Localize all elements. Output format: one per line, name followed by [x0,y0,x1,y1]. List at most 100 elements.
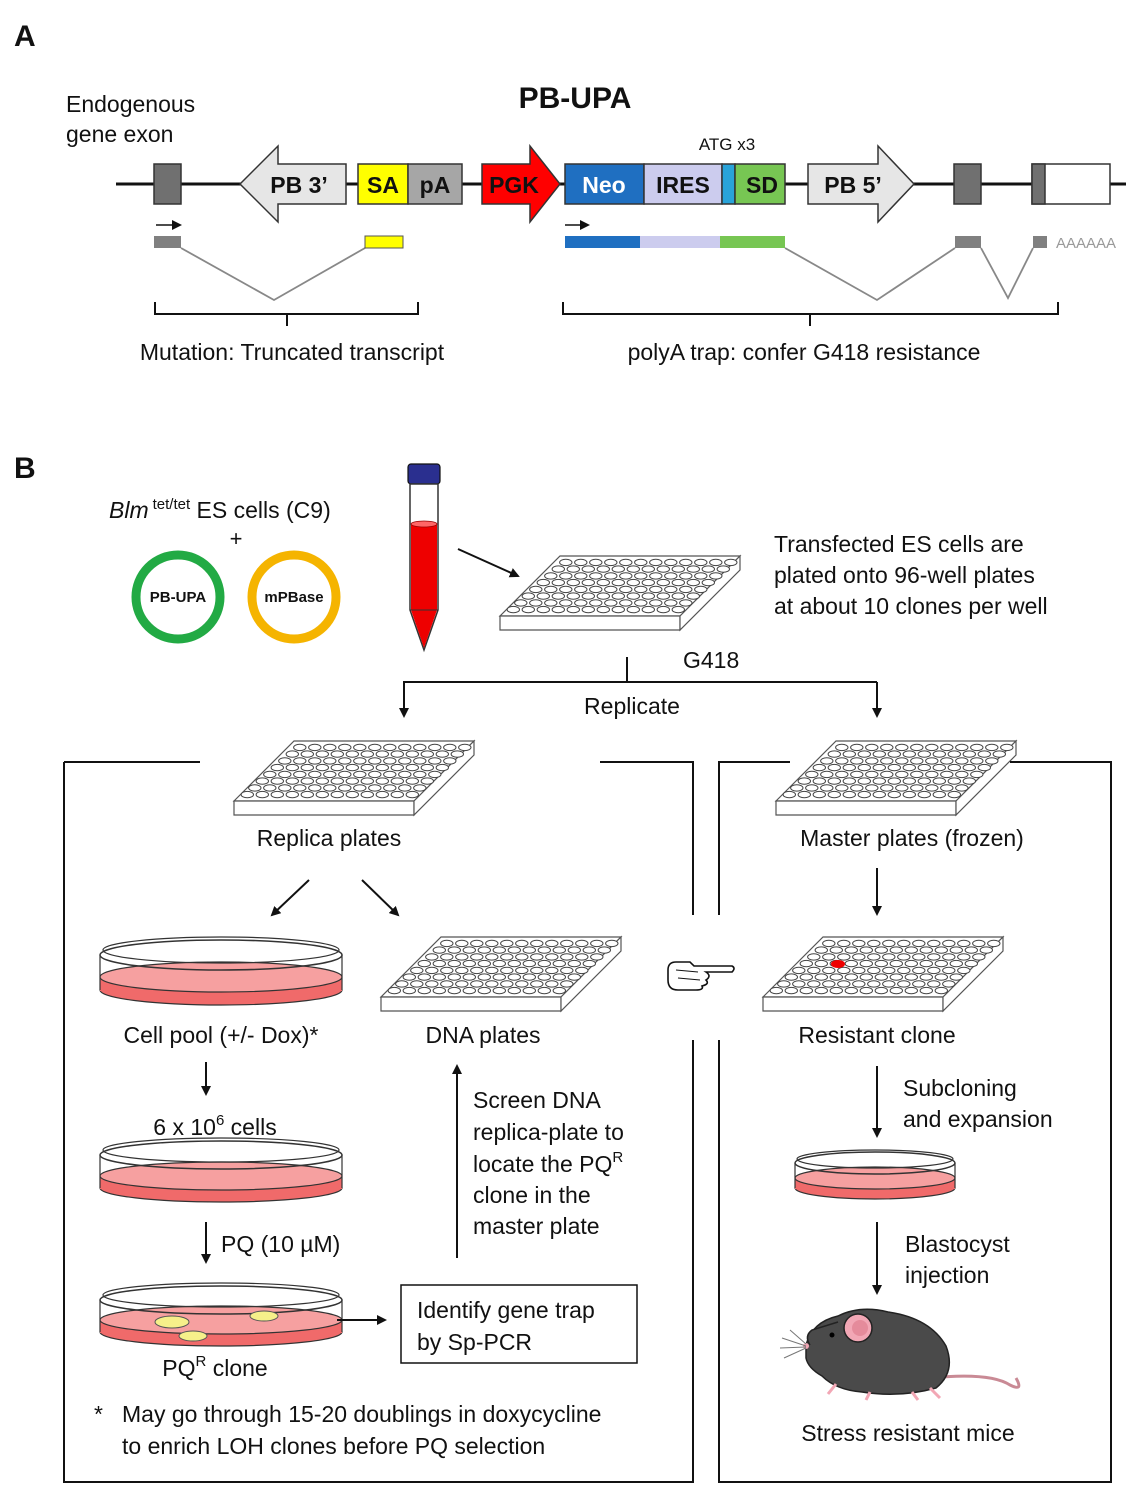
construct-title: PB-UPA [519,82,632,115]
blastocyst-line-1: Blastocyst [905,1231,1010,1257]
exon-last-coding [1031,163,1046,205]
identify-line-1: Identify gene trap [417,1297,595,1323]
left-box [63,761,694,1483]
pa-label: pA [420,172,451,198]
screen-text: Screen DNA replica-plate to locate the P… [473,1087,624,1239]
resistant-clone-plate [762,936,1004,1012]
splice-line-2 [784,247,956,302]
sa-box [357,163,409,205]
plasmid-pb-upa [131,550,225,644]
master-plates-label: Master plates (frozen) [800,825,1024,851]
cells-gene: Blm [109,497,149,523]
sa-label: SA [367,172,399,198]
footnote-line-1: May go through 15-20 doublings in doxycy… [122,1401,601,1427]
subcloning-line-2: and expansion [903,1106,1053,1132]
pgk-label: PGK [489,172,539,198]
screen-line-3: locate the PQR [473,1149,623,1177]
transfected-plate [499,555,741,631]
endogenous-label-2: gene exon [66,121,173,147]
pqr-clone-label: PQR clone [162,1353,267,1381]
trap-caption: polyA trap: confer G418 resistance [628,339,981,365]
tube-cap [407,463,441,485]
sd-label: SD [746,172,778,198]
plating-text: Transfected ES cells are plated onto 96-… [774,531,1048,619]
transcript2-exon3 [1033,236,1047,248]
identify-line-2: by Sp-PCR [417,1329,532,1355]
atg-box [721,163,736,205]
ires-label: IRES [656,172,710,198]
pb3-label: PB 3’ [270,172,328,198]
pointing-hand-icon [667,961,735,991]
pb5-label: PB 5’ [824,172,882,198]
cell-count-label: 6 x 106 cells [153,1112,276,1140]
to-dna-arrow [361,879,400,917]
subcloning-line-1: Subcloning [903,1075,1017,1101]
pq-treatment-label: PQ (10 µM) [221,1231,340,1257]
screen-line-3-text: locate the PQ [473,1151,612,1177]
pgk-arrow [481,143,561,225]
master-plate [775,740,1017,816]
screen-line-2: replica-plate to [473,1119,624,1145]
plasmid-mpbase [247,550,341,644]
blastocyst-line-2: injection [905,1262,989,1288]
pqr-prefix: PQ [162,1355,195,1381]
replica-plate [233,740,475,816]
colony-3 [249,1310,279,1322]
transcript2-sd [720,236,785,248]
count-dish [99,1137,343,1203]
footnote-star: * [94,1401,103,1427]
resistant-well [831,960,845,968]
transcript2-ires [640,236,720,248]
neo-label: Neo [582,172,625,198]
screen-line-4: clone in the [473,1182,591,1208]
pqr-clone-dish [99,1282,343,1347]
screen-line-5: master plate [473,1213,600,1239]
replica-plates-label: Replica plates [257,825,401,851]
bracket-mutation [154,302,419,326]
to-pool-arrow [270,879,310,917]
cell-count-exp: 6 [216,1112,224,1129]
plating-line-1: Transfected ES cells are [774,531,1024,557]
mouse-icon [779,1308,1021,1401]
pa-box [407,163,463,205]
plating-line-2: plated onto 96-well plates [774,562,1035,588]
transcript2-exon2 [955,236,981,248]
polya-tail: AAAAAA [1056,235,1116,252]
transfection-tube [407,463,441,653]
cells-sup: tet/tet [153,496,191,513]
identify-box [400,1284,638,1364]
tube-liquid [411,524,437,648]
pqr-suffix: clone [206,1355,267,1381]
splice-line-1 [180,247,366,302]
dna-plates-label: DNA plates [425,1022,540,1048]
pb5-arrow [807,144,916,224]
atg-label: ATG x3 [699,135,755,154]
plasmid-pb-upa-label: PB-UPA [150,589,207,606]
tube-to-plate-arrow [457,548,520,578]
endogenous-label-1: Endogenous [66,91,195,117]
mice-label: Stress resistant mice [801,1420,1014,1446]
transcript2-neo [565,236,640,248]
pqr-sup: R [196,1353,207,1370]
exon-1 [153,163,182,205]
panel-b-letter: B [14,452,36,485]
footnote-line-2: to enrich LOH clones before PQ selection [122,1433,545,1459]
cell-count-suffix: cells [224,1114,276,1140]
replicate-label: Replicate [584,693,680,719]
resistant-clone-label: Resistant clone [798,1022,955,1048]
panel-a-letter: A [14,20,36,53]
exon-2 [953,163,982,205]
dna-plate [380,936,622,1012]
plasmid-mpbase-label: mPBase [264,589,323,606]
pb3-arrow [238,144,347,224]
transcript1-sa [364,235,404,249]
colony-1 [154,1315,190,1329]
cells-rest: ES cells (C9) [190,497,331,523]
sd-box [734,163,786,205]
cell-pool-label: Cell pool (+/- Dox)* [124,1022,319,1048]
right-box [718,761,1112,1483]
plus-sign: + [230,526,243,551]
